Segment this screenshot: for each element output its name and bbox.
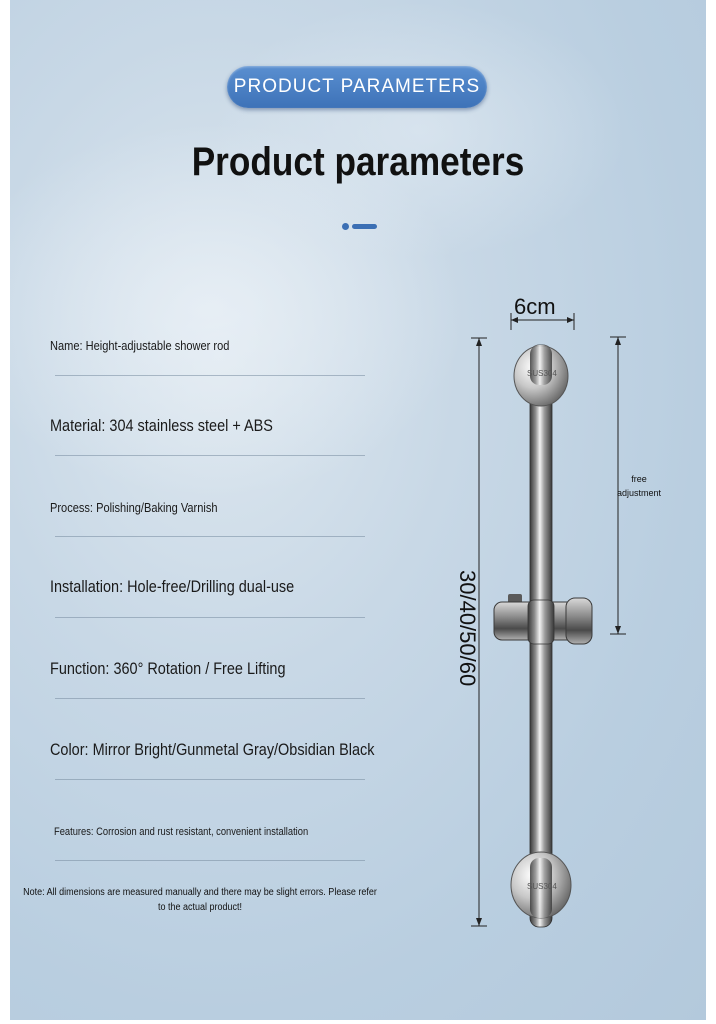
divider bbox=[55, 455, 365, 456]
divider bbox=[55, 375, 365, 376]
adjustment-dimension bbox=[610, 336, 626, 635]
param-features: Features: Corrosion and rust resistant, … bbox=[54, 826, 309, 838]
divider bbox=[55, 698, 365, 699]
height-label: 30/40/50/60 bbox=[455, 570, 480, 687]
decor-dot bbox=[342, 223, 349, 230]
divider bbox=[55, 860, 365, 861]
product-parameters-panel bbox=[10, 0, 706, 1020]
height-dimension bbox=[471, 337, 487, 927]
param-installation: Installation: Hole-free/Drilling dual-us… bbox=[50, 577, 295, 596]
top-mount: SUS304 bbox=[513, 345, 569, 407]
background-haze bbox=[10, 120, 470, 500]
svg-text:SUS304: SUS304 bbox=[527, 369, 557, 378]
param-name: Name: Height-adjustable shower rod bbox=[50, 338, 230, 353]
divider bbox=[55, 536, 365, 537]
bottom-mount: SUS304 bbox=[510, 851, 572, 919]
background-haze bbox=[210, 0, 630, 260]
page-title: Product parameters bbox=[191, 140, 525, 184]
param-color: Color: Mirror Bright/Gunmetal Gray/Obsid… bbox=[50, 740, 375, 759]
section-badge: PRODUCT PARAMETERS bbox=[227, 66, 487, 108]
width-label: 6cm bbox=[514, 294, 556, 319]
measurement-note: Note: All dimensions are measured manual… bbox=[23, 887, 377, 913]
adjustment-label: free adjustment bbox=[616, 474, 662, 498]
divider bbox=[55, 779, 365, 780]
width-dimension bbox=[510, 313, 575, 330]
param-material: Material: 304 stainless steel + ABS bbox=[50, 416, 273, 435]
slider-clamp bbox=[493, 594, 593, 645]
param-function: Function: 360° Rotation / Free Lifting bbox=[50, 659, 286, 678]
param-process: Process: Polishing/Baking Varnish bbox=[50, 500, 218, 515]
decor-dash bbox=[352, 224, 377, 229]
svg-text:SUS304: SUS304 bbox=[527, 882, 557, 891]
divider bbox=[55, 617, 365, 618]
